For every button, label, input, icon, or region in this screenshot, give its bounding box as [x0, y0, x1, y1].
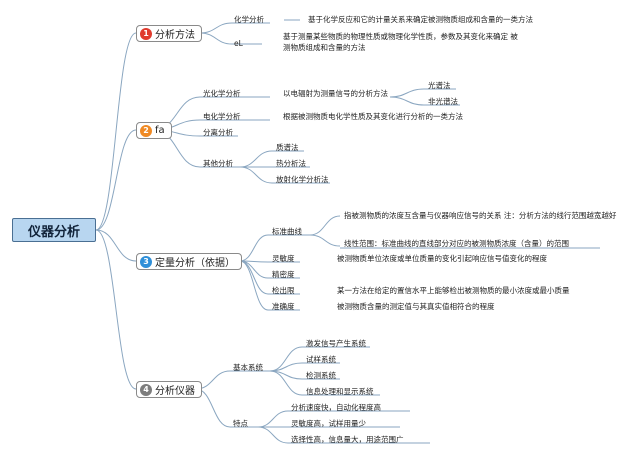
desc-standard-curve-2: 线性范围：标准曲线的直线部分对应的被测物质浓度（含量）的范围 — [344, 239, 569, 248]
branch-quantitative[interactable]: 3 定量分析（依据） — [136, 253, 242, 270]
desc-photochemical: 以电辐射为测量信号的分析方法 — [283, 89, 388, 98]
node-separation[interactable]: 分离分析 — [203, 128, 233, 137]
node-accuracy[interactable]: 准确度 — [272, 302, 295, 311]
node-feature-speed[interactable]: 分析速度快，自动化程度高 — [291, 403, 381, 412]
node-spectroscopy[interactable]: 光谱法 — [428, 81, 451, 90]
branch-label: 分析方法 — [155, 30, 195, 41]
node-standard-curve[interactable]: 标准曲线 — [272, 227, 302, 236]
branch-label: 定量分析（依据） — [155, 258, 235, 269]
node-detection-limit[interactable]: 检出限 — [272, 286, 295, 295]
node-chemical-analysis[interactable]: 化学分析 — [234, 15, 264, 24]
node-feature-sensitivity[interactable]: 灵敏度高，试样用量少 — [291, 419, 366, 428]
node-info-processing[interactable]: 信息处理和显示系统 — [306, 387, 374, 396]
number-badge: 3 — [140, 255, 152, 268]
branch-label: 分析仪器 — [155, 386, 195, 397]
node-detection-system[interactable]: 检测系统 — [306, 371, 336, 380]
node-thermal[interactable]: 热分析法 — [276, 159, 306, 168]
node-non-spectroscopy[interactable]: 非光谱法 — [428, 97, 458, 106]
node-basic-system[interactable]: 基本系统 — [233, 363, 263, 372]
node-features[interactable]: 特点 — [233, 419, 248, 428]
node-el[interactable]: eL — [234, 39, 243, 48]
node-photochemical[interactable]: 光化学分析 — [203, 89, 241, 98]
node-sample-system[interactable]: 试样系统 — [306, 355, 336, 364]
node-precision[interactable]: 精密度 — [272, 270, 295, 279]
branch-label: fa — [155, 125, 165, 136]
node-sensitivity[interactable]: 灵敏度 — [272, 254, 295, 263]
desc-el: 基于测量某些物质的物理性质或物理化学性质，参数及其变化来确定 被测物质组成和含量… — [283, 32, 518, 52]
node-mass-spec[interactable]: 质谱法 — [276, 143, 299, 152]
desc-chemical-analysis: 基于化学反应和它的计量关系来确定被测物质组成和含量的一类方法 — [308, 15, 533, 24]
branch-fa[interactable]: 2 fa — [136, 122, 172, 139]
branch-instruments[interactable]: 4 分析仪器 — [136, 381, 202, 398]
node-radiochemical[interactable]: 放射化学分析法 — [276, 175, 329, 184]
number-badge: 2 — [140, 124, 152, 137]
node-feature-selectivity[interactable]: 选择性高，信息量大，用途范围广 — [291, 435, 404, 444]
node-other[interactable]: 其他分析 — [203, 159, 233, 168]
desc-electrochemical: 根据被测物质电化学性质及其变化进行分析的一类方法 — [283, 112, 463, 121]
branch-analysis-methods[interactable]: 1 分析方法 — [136, 25, 202, 42]
root-topic[interactable]: 仪器分析 — [12, 218, 96, 242]
desc-accuracy: 被测物质含量的测定值与其真实值相符合的程度 — [337, 302, 495, 311]
desc-detection-limit: 某一方法在给定的置信水平上能够检出被测物质的最小浓度或最小质量 — [337, 286, 570, 295]
desc-standard-curve-1: 指被测物质的浓度互含量与仪器响应信号的关系 注：分析方法的线行范围越宽越好 — [344, 211, 617, 220]
node-electrochemical[interactable]: 电化学分析 — [203, 112, 241, 121]
number-badge: 4 — [140, 383, 152, 396]
node-excitation[interactable]: 激发信号产生系统 — [306, 339, 366, 348]
number-badge: 1 — [140, 27, 152, 40]
desc-sensitivity: 被测物质单位浓度或单位质量的变化引起响应信号值变化的程度 — [337, 254, 547, 263]
